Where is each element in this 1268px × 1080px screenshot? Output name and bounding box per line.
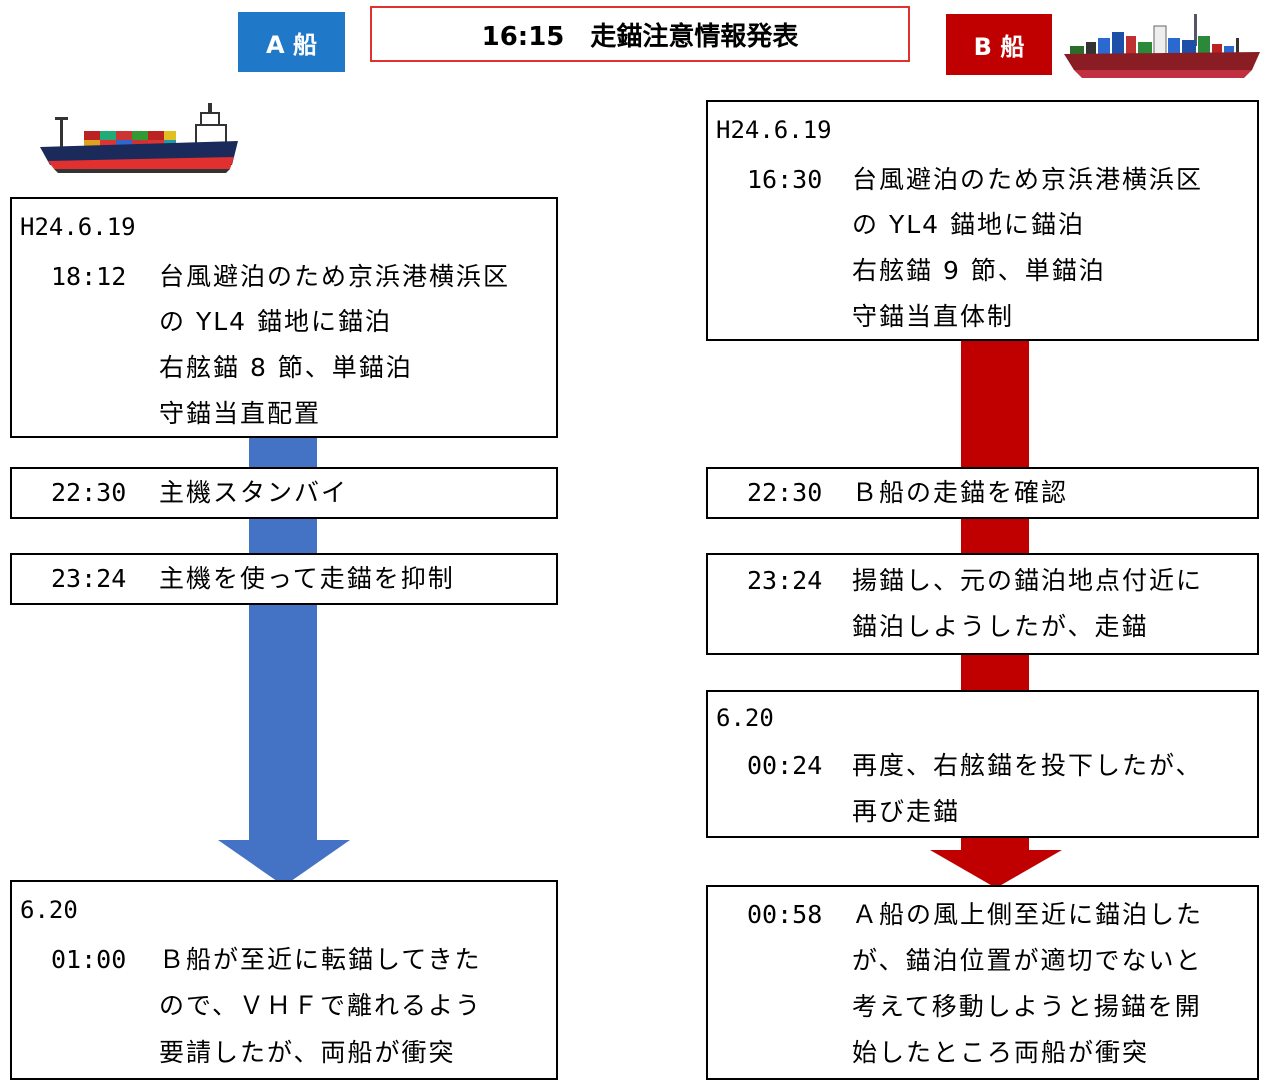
event-time: 23:24 [747, 566, 823, 595]
event-time: 22:30 [51, 478, 127, 507]
event-text-line: ので、ＶＨＦで離れるよう [159, 991, 483, 1020]
event-time: 00:58 [747, 900, 823, 929]
ship-b-event-1: H24.6.19 16:30 台風避泊のため京浜港横浜区 の YL4 錨地に錨泊… [706, 100, 1259, 341]
event-text-line: 右舷錨 9 節、単錨泊 [852, 256, 1106, 285]
event-time: 00:24 [747, 751, 823, 780]
event-time: 22:30 [747, 478, 823, 507]
ship-a-timeline-arrowhead [218, 840, 350, 886]
ship-b-label: B 船 [946, 14, 1052, 75]
ship-a-illustration [40, 103, 238, 173]
event-text-line: 守錨当直配置 [159, 399, 322, 428]
ship-b-event-5: 00:58 Ａ船の風上側至近に錨泊した が、錨泊位置が適切でないと 考えて移動し… [706, 885, 1259, 1080]
event-text-line: 再び走錨 [852, 797, 961, 826]
event-date: 6.20 [716, 704, 774, 732]
event-text-line: 守錨当直体制 [852, 302, 1015, 331]
ship-a-event-4: 6.20 01:00 Ｂ船が至近に転錨してきた ので、ＶＨＦで離れるよう 要請し… [10, 880, 558, 1080]
event-text-line: 錨泊しようしたが、走錨 [852, 612, 1149, 641]
event-date: H24.6.19 [716, 116, 832, 144]
event-text-line: 考えて移動しようと揚錨を開 [852, 992, 1202, 1021]
event-time: 18:12 [51, 262, 127, 291]
event-text-line: 始したところ両船が衝突 [852, 1038, 1150, 1067]
event-time: 23:24 [51, 564, 127, 593]
event-text-line: 台風避泊のため京浜港横浜区 [159, 262, 511, 291]
event-time: 01:00 [51, 945, 127, 974]
event-text-line: Ｂ船が至近に転錨してきた [159, 945, 482, 974]
ship-a-event-1: H24.6.19 18:12 台風避泊のため京浜港横浜区 の YL4 錨地に錨泊… [10, 197, 558, 438]
page-title: 16:15 走錨注意情報発表 [370, 6, 910, 62]
event-text-line: の YL4 錨地に錨泊 [159, 307, 392, 336]
event-text-line: 台風避泊のため京浜港横浜区 [852, 165, 1204, 194]
event-text-line: 主機スタンバイ [159, 478, 349, 507]
event-text-line: Ａ船の風上側至近に錨泊した [852, 900, 1204, 929]
ship-a-event-2: 22:30 主機スタンバイ [10, 467, 558, 519]
ship-b-event-3: 23:24 揚錨し、元の錨泊地点付近に 錨泊しようしたが、走錨 [706, 553, 1259, 655]
event-text-line: 右舷錨 8 節、単錨泊 [159, 353, 413, 382]
event-text-line: Ｂ船の走錨を確認 [852, 478, 1069, 507]
event-date: 6.20 [20, 896, 78, 924]
ship-b-event-2: 22:30 Ｂ船の走錨を確認 [706, 467, 1259, 519]
event-time: 16:30 [747, 165, 823, 194]
ship-b-illustration [1064, 14, 1260, 78]
event-text-line: が、錨泊位置が適切でないと [852, 946, 1203, 975]
event-text-line: 揚錨し、元の錨泊地点付近に [852, 566, 1204, 595]
event-date: H24.6.19 [20, 213, 136, 241]
ship-b-event-4: 6.20 00:24 再度、右舷錨を投下したが、 再び走錨 [706, 690, 1259, 838]
ship-a-label: A 船 [238, 12, 345, 72]
ship-a-event-3: 23:24 主機を使って走錨を抑制 [10, 553, 558, 605]
event-text-line: の YL4 錨地に錨泊 [852, 210, 1085, 239]
event-text-line: 主機を使って走錨を抑制 [159, 564, 455, 593]
event-text-line: 要請したが、両船が衝突 [159, 1038, 456, 1067]
ship-b-timeline-arrowhead [930, 850, 1062, 888]
event-text-line: 再度、右舷錨を投下したが、 [852, 751, 1203, 780]
